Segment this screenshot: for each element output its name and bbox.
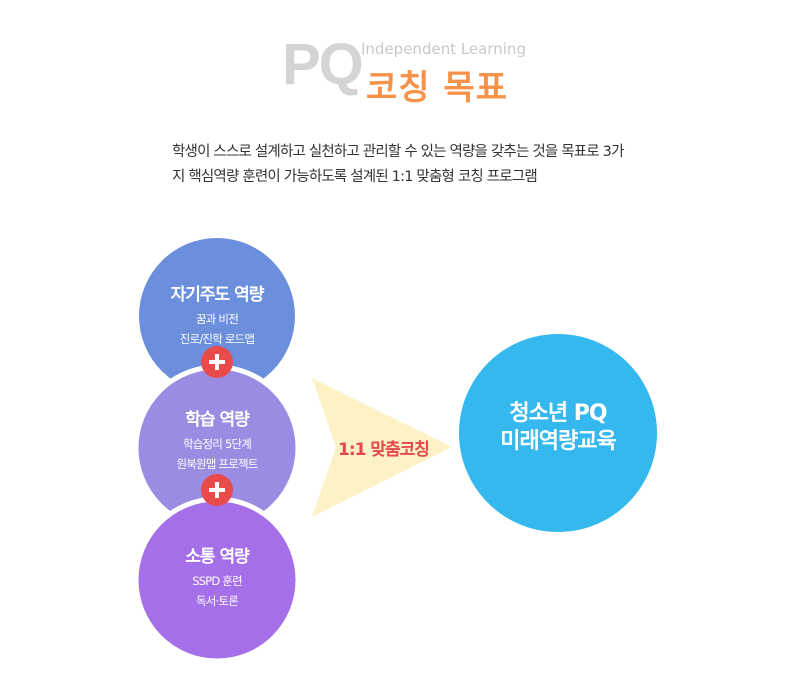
plus-icon <box>201 474 233 506</box>
competency-line: 독서·토론 <box>196 594 239 608</box>
page-title: 코칭 목표 <box>366 68 508 108</box>
competency-line: SSPD 훈련 <box>192 574 242 588</box>
competency-title: 학습 역량 <box>185 410 249 430</box>
competency-title: 자기주도 역량 <box>170 285 265 305</box>
competency-line: 진로/진학 로드맵 <box>179 332 255 346</box>
goal-circle <box>459 334 657 532</box>
goal-line2: 미래역량교육 <box>500 429 616 454</box>
competency-communication: 소통 역량 SSPD 훈련 독서·토론 <box>137 542 297 611</box>
competency-line: 학습정리 5단계 <box>182 437 252 451</box>
goal-text: 청소년 PQ 미래역량교육 <box>470 400 646 456</box>
description: 학생이 스스로 설계하고 실천하고 관리할 수 있는 역량을 갖추는 것을 목표… <box>172 144 624 185</box>
competency-learning: 학습 역량 학습정리 5단계 원북원맵 프로젝트 <box>137 405 297 474</box>
subtitle: Independent Learning <box>361 40 526 58</box>
arrow-shape <box>312 378 452 517</box>
competency-self-directed: 자기주도 역량 꿈과 비전 진로/진학 로드맵 <box>137 280 297 349</box>
competency-title: 소통 역량 <box>185 547 249 567</box>
pq-logo-text: PQ <box>282 32 364 97</box>
circle-self-directed <box>139 238 295 394</box>
goal-line1: 청소년 PQ <box>509 401 607 426</box>
competency-line: 원북원맵 프로젝트 <box>176 457 258 471</box>
plus-icon <box>201 346 233 378</box>
competency-line: 꿈과 비전 <box>196 312 239 326</box>
arrow-label: 1:1 맞춤코칭 <box>338 440 430 460</box>
